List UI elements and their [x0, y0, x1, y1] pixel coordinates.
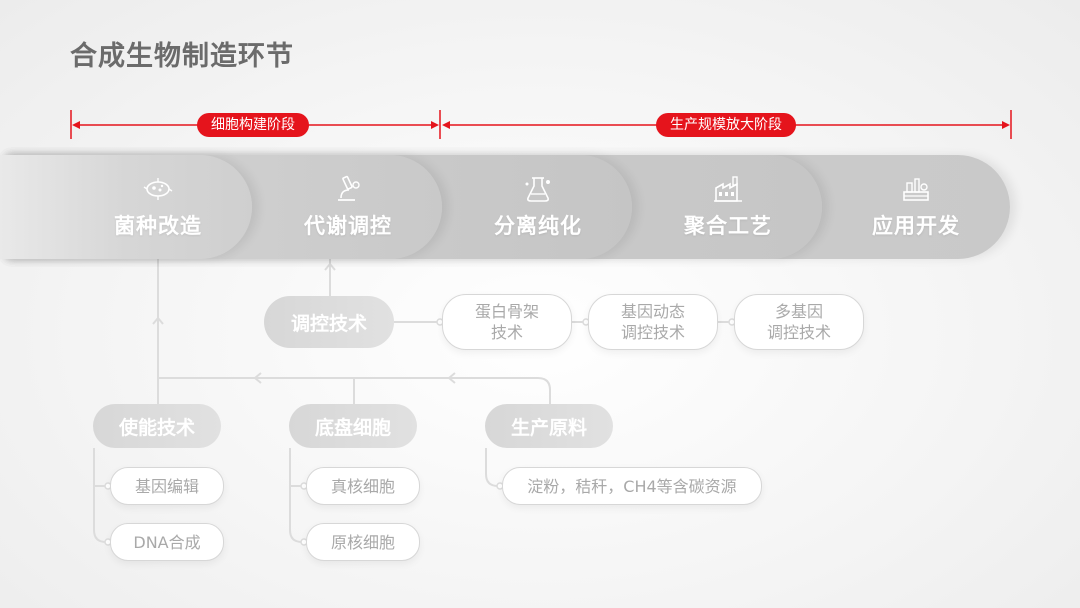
phase-label-cell-construction: 细胞构建阶段 — [197, 113, 309, 137]
item-line: 调控技术 — [766, 323, 831, 342]
stage-label: 聚合工艺 — [684, 214, 772, 238]
phase-label-scale-up: 生产规模放大阶段 — [656, 113, 796, 137]
item-line: 调控技术 — [620, 323, 685, 342]
bacteria-icon — [143, 178, 173, 200]
stage-label: 菌种改造 — [114, 214, 202, 238]
microscope-icon — [338, 175, 360, 201]
stage-label: 分离纯化 — [494, 214, 582, 238]
chassis-item-prokaryotic: 原核细胞 — [306, 523, 420, 561]
raw-material-node: 生产原料 — [485, 404, 613, 448]
regulation-item-protein-scaffold: 蛋白骨架技术 — [442, 294, 572, 350]
stage-separation-purification: 分离纯化 — [438, 155, 638, 259]
material-item-carbon-resources: 淀粉，秸秆，CH4等含碳资源 — [502, 467, 762, 505]
enabling-item-dna-synthesis: DNA合成 — [110, 523, 224, 561]
page-title: 合成生物制造环节 — [70, 41, 294, 72]
regulation-tech-node: 调控技术 — [264, 296, 394, 348]
stage-polymerization-process: 聚合工艺 — [628, 155, 828, 259]
chassis-cell-node: 底盘细胞 — [289, 404, 417, 448]
stage-band: 菌种改造 代谢调控 分离纯化 聚合工艺 — [0, 155, 1080, 259]
lab-flask-icon — [525, 177, 550, 202]
enabling-item-gene-editing: 基因编辑 — [110, 467, 224, 505]
factory-icon — [714, 176, 742, 202]
regulation-item-gene-dynamic: 基因动态调控技术 — [588, 294, 718, 350]
item-line: 多基因 — [774, 302, 823, 321]
lab-bench-icon — [903, 178, 929, 201]
chassis-item-eukaryotic: 真核细胞 — [306, 467, 420, 505]
stage-strain-engineering: 菌种改造 — [60, 155, 256, 259]
stage-label: 代谢调控 — [304, 214, 392, 238]
stage-application-development: 应用开发 — [818, 155, 1014, 259]
stage-metabolic-regulation: 代谢调控 — [248, 155, 448, 259]
enabling-tech-node: 使能技术 — [93, 404, 221, 448]
item-line: 蛋白骨架 — [474, 302, 539, 321]
item-line: 技术 — [490, 323, 523, 342]
item-line: 基因动态 — [620, 302, 685, 321]
stage-label: 应用开发 — [872, 214, 960, 238]
regulation-item-multigene: 多基因调控技术 — [734, 294, 864, 350]
stage-shape-1 — [0, 155, 252, 259]
